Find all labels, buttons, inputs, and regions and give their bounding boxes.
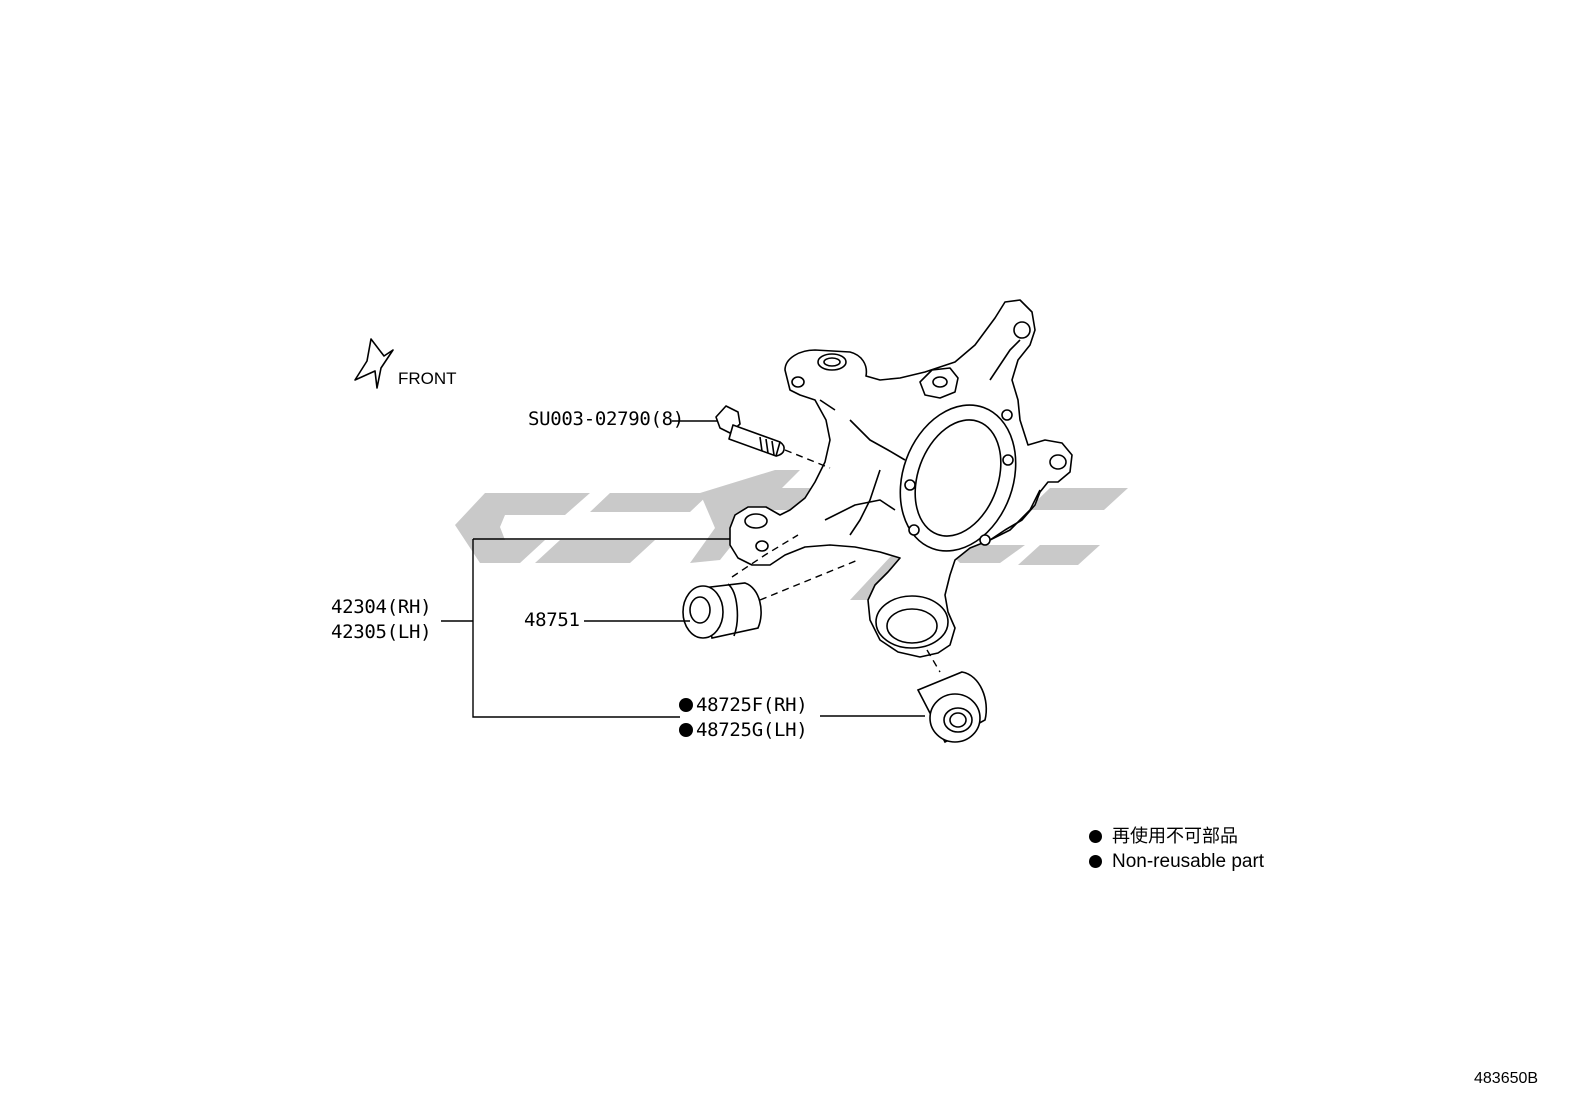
non-reusable-dot-icon	[1089, 855, 1102, 868]
callout-bushing: 48751	[522, 609, 582, 631]
legend-jp-text: 再使用不可部品	[1112, 826, 1238, 846]
non-reusable-dot-icon	[679, 698, 693, 712]
non-reusable-dot-icon	[1089, 830, 1102, 843]
callout-bushing-lh-text: 48725G(LH)	[696, 719, 808, 741]
callout-bolt: SU003-02790(8)	[528, 408, 684, 430]
steering-knuckle	[729, 299, 1073, 658]
callout-bushing-rh: 48725F(RH)	[679, 694, 808, 716]
callout-bushing-rh-text: 48725F(RH)	[696, 694, 808, 716]
assembly-dashed-lines	[731, 449, 941, 673]
leader-lines	[441, 420, 925, 718]
non-reusable-dot-icon	[679, 723, 693, 737]
legend-en-text: Non-reusable part	[1112, 851, 1265, 872]
legend-en: Non-reusable part	[1089, 852, 1264, 871]
front-label: FRONT	[398, 369, 457, 388]
bushing-48725	[916, 671, 987, 744]
diagram-id: 483650B	[1474, 1070, 1539, 1087]
legend-jp: 再使用不可部品	[1089, 827, 1238, 845]
bolt	[715, 405, 785, 457]
bushing-48751	[682, 582, 762, 639]
callout-knuckle-rh: 42304(RH)	[331, 596, 432, 618]
callout-bushing-lh: 48725G(LH)	[679, 719, 808, 741]
front-arrow-icon	[354, 338, 394, 389]
callout-knuckle-lh: 42305(LH)	[331, 621, 432, 643]
